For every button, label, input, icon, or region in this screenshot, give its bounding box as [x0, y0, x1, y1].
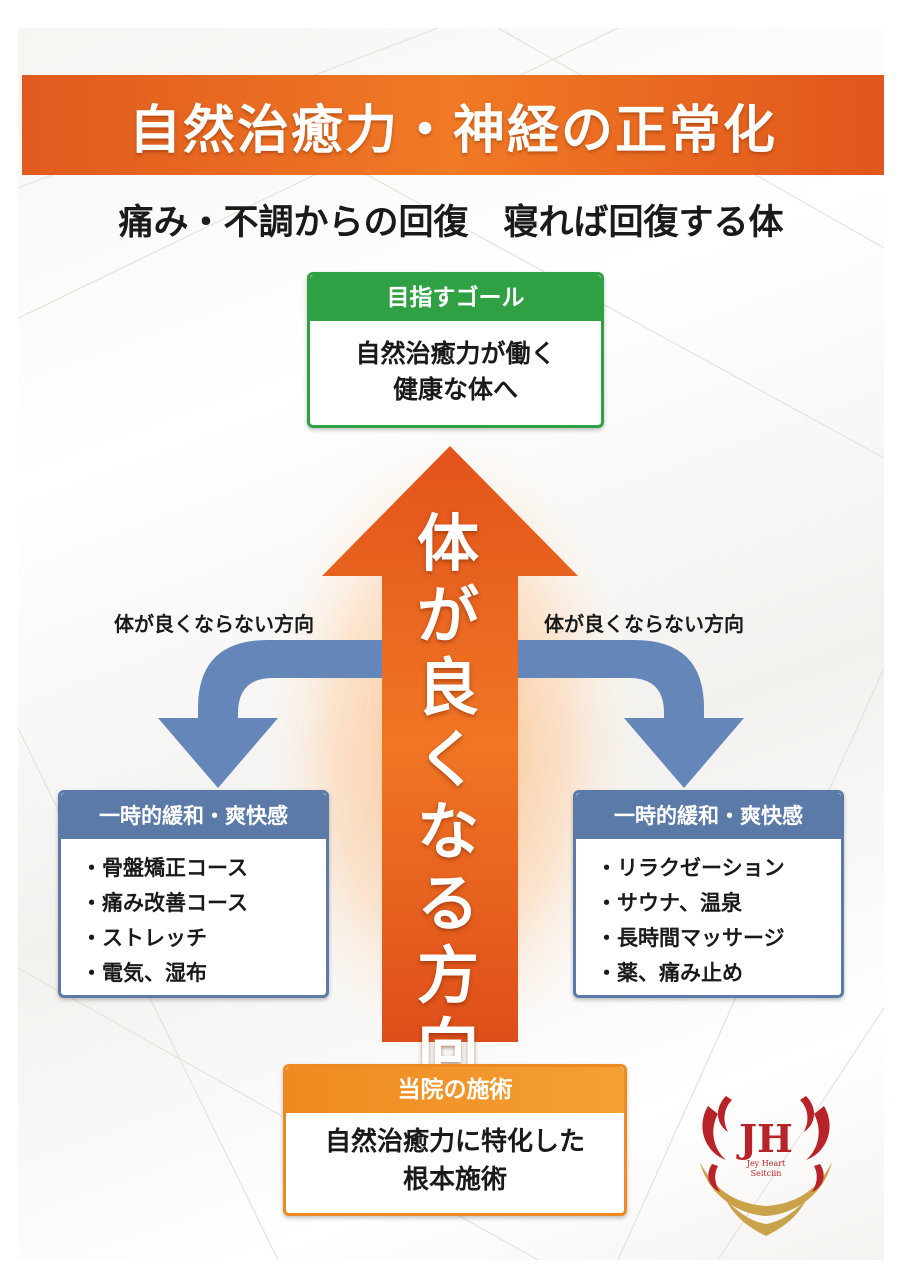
arrow-char: る: [416, 867, 479, 940]
page-title: 自然治癒力・神経の正常化: [128, 100, 777, 161]
arrow-char: が: [416, 579, 479, 652]
right-heading: 一時的緩和・爽快感: [576, 793, 841, 839]
arrows-graphic: [158, 408, 744, 1088]
poster: 自然治癒力・神経の正常化 痛み・不調からの回復 寝れば回復する体 体 が 良 く…: [18, 28, 884, 1260]
logo-mark: JH: [736, 1116, 793, 1161]
title-banner: 自然治癒力・神経の正常化: [22, 75, 884, 175]
list-item: ・長時間マッサージ: [596, 926, 785, 950]
left-direction-label: 体が良くならない方向: [114, 612, 314, 636]
goal-body: 自然治癒力が働く 健康な体へ: [310, 321, 601, 408]
logo: JH Jey Heart Seitciin: [700, 1096, 832, 1236]
list-item: ・サウナ、温泉: [596, 891, 742, 915]
goal-heading: 目指すゴール: [310, 275, 601, 321]
arrow-char: な: [416, 795, 479, 868]
left-list: ・骨盤矯正コース ・痛み改善コース ・ストレッチ ・電気、湿布: [61, 839, 326, 991]
left-heading: 一時的緩和・爽快感: [61, 793, 326, 839]
arrow-char: 良: [416, 651, 479, 724]
goal-box: 目指すゴール 自然治癒力が働く 健康な体へ: [307, 272, 604, 428]
right-curved-arrow: [504, 640, 744, 788]
clinic-heading: 当院の施術: [286, 1067, 624, 1113]
arrow-char: く: [416, 723, 479, 796]
list-item: ・電気、湿布: [81, 961, 207, 985]
list-item: ・骨盤矯正コース: [81, 856, 248, 880]
up-arrow: [322, 446, 578, 1042]
goal-line: 自然治癒力が働く: [355, 339, 556, 368]
list-item: ・ストレッチ: [81, 926, 207, 950]
subtitle: 痛み・不調からの回復 寝れば回復する体: [118, 203, 784, 243]
list-item: ・リラクゼーション: [596, 856, 785, 880]
arrow-label: 体 が 良 く な る 方 向: [398, 508, 498, 1084]
arrow-char: 体: [416, 507, 479, 580]
list-item: ・痛み改善コース: [81, 891, 248, 915]
right-box: 一時的緩和・爽快感 ・リラクゼーション ・サウナ、温泉 ・長時間マッサージ ・薬…: [573, 790, 844, 998]
list-item: ・薬、痛み止め: [596, 961, 743, 985]
logo-text-line: Seitciin: [751, 1169, 782, 1178]
right-direction-label: 体が良くならない方向: [544, 612, 744, 636]
clinic-line: 自然治癒力に特化した: [324, 1127, 585, 1157]
left-curved-arrow: [158, 640, 398, 788]
clinic-body: 自然治癒力に特化した 根本施術: [286, 1113, 624, 1199]
left-box: 一時的緩和・爽快感 ・骨盤矯正コース ・痛み改善コース ・ストレッチ ・電気、湿…: [58, 790, 329, 998]
logo-ornament: JH Jey Heart Seitciin: [700, 1096, 832, 1236]
right-list: ・リラクゼーション ・サウナ、温泉 ・長時間マッサージ ・薬、痛み止め: [576, 839, 841, 991]
logo-text-line: Jey Heart: [746, 1159, 786, 1168]
goal-line: 健康な体へ: [392, 375, 518, 404]
arrow-char: 方: [416, 939, 479, 1012]
clinic-box: 当院の施術 自然治癒力に特化した 根本施術: [283, 1064, 627, 1216]
clinic-line: 根本施術: [402, 1165, 507, 1195]
